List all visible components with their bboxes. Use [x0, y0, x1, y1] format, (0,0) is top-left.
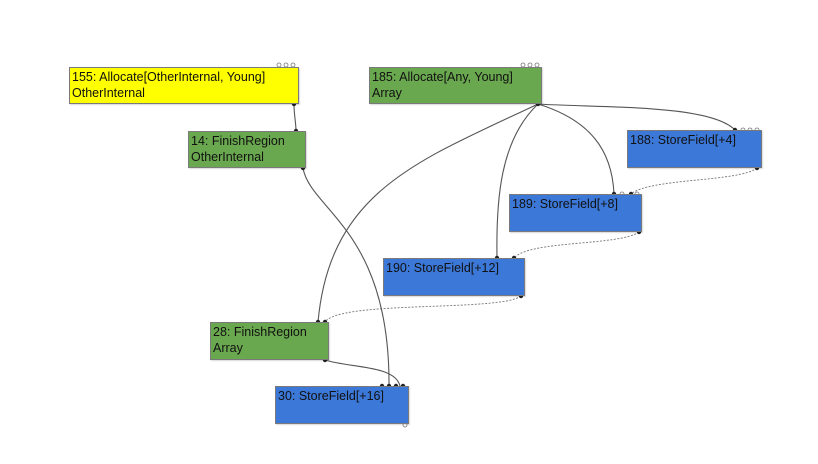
node-155-allocate[interactable]: 155: Allocate[OtherInternal, Young] Othe…	[69, 67, 299, 104]
node-188-store-field[interactable]: 188: StoreField[+4]	[627, 130, 762, 168]
edge-185-190	[496, 103, 539, 259]
node-14-type: OtherInternal	[191, 150, 264, 164]
node-188-title: 188: StoreField[+4]	[630, 133, 736, 147]
node-189-title: 189: StoreField[+8]	[512, 197, 618, 211]
node-155-type: OtherInternal	[72, 86, 145, 100]
node-28-finish-region[interactable]: 28: FinishRegion Array	[210, 322, 329, 360]
node-30-store-field[interactable]: 30: StoreField[+16]	[275, 386, 409, 424]
edge-185-188	[537, 103, 736, 131]
node-14-title: 14: FinishRegion	[191, 134, 285, 148]
node-28-title: 28: FinishRegion	[213, 325, 307, 339]
node-155-title: 155: Allocate[OtherInternal, Young]	[72, 70, 266, 84]
edge-190-28	[324, 295, 522, 323]
node-185-allocate[interactable]: 185: Allocate[Any, Young] Array	[369, 67, 542, 104]
node-190-title: 190: StoreField[+12]	[386, 261, 499, 275]
edge-189-190	[513, 231, 640, 259]
edge-188-189	[630, 167, 758, 195]
node-14-finish-region[interactable]: 14: FinishRegion OtherInternal	[188, 131, 306, 168]
node-189-store-field[interactable]: 189: StoreField[+8]	[509, 194, 642, 232]
edge-185-189	[537, 103, 615, 195]
edge-28-30	[324, 359, 401, 387]
node-185-type: Array	[372, 86, 402, 100]
node-30-title: 30: StoreField[+16]	[278, 389, 384, 403]
node-185-title: 185: Allocate[Any, Young]	[372, 70, 513, 84]
edge-155-14	[293, 103, 297, 132]
node-28-type: Array	[213, 341, 243, 355]
node-190-store-field[interactable]: 190: StoreField[+12]	[383, 258, 525, 296]
